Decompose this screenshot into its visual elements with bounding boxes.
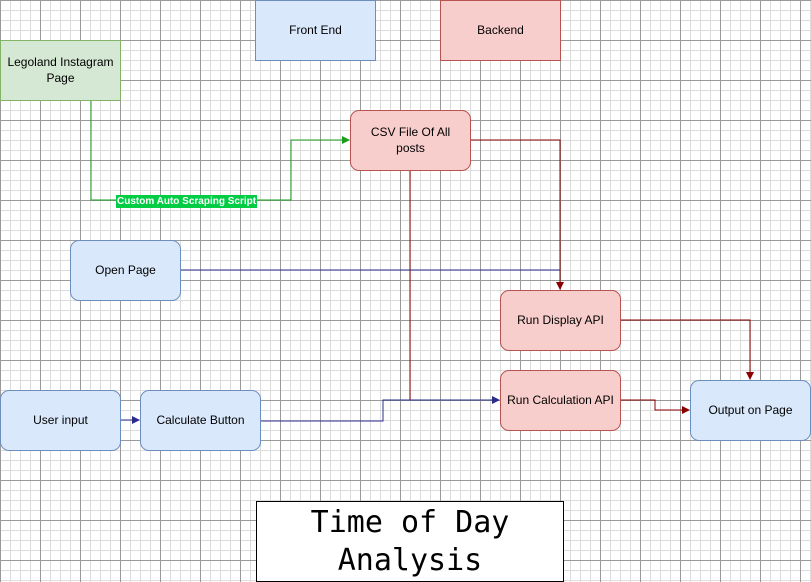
node-run-calculation-api[interactable]: Run Calculation API — [500, 370, 621, 431]
diagram-title-text: Time of Day Analysis — [310, 504, 510, 578]
node-output-on-page[interactable]: Output on Page — [690, 380, 811, 441]
node-calculate-button[interactable]: Calculate Button — [140, 390, 261, 451]
legend-front-end-label: Front End — [289, 22, 342, 37]
node-run-display-api-label: Run Display API — [517, 312, 604, 327]
node-run-calculation-api-label: Run Calculation API — [507, 392, 614, 407]
node-user-input[interactable]: User input — [0, 390, 121, 451]
edge-calculation-api-to-output — [621, 399, 690, 414]
edge-csv-to-display-api — [471, 139, 564, 290]
node-instagram-page[interactable]: Legoland Instagram Page — [0, 40, 121, 101]
node-output-on-page-label: Output on Page — [708, 402, 793, 417]
diagram-title: Time of Day Analysis — [256, 501, 564, 582]
legend-front-end[interactable]: Front End — [255, 0, 376, 61]
edge-calculate-to-calculation-api — [261, 396, 500, 422]
node-csv-file[interactable]: CSV File Of All posts — [350, 110, 471, 171]
legend-backend[interactable]: Backend — [440, 0, 561, 61]
node-calculate-button-label: Calculate Button — [156, 412, 245, 427]
edge-instagram-to-csv — [90, 100, 350, 201]
node-user-input-label: User input — [33, 412, 88, 427]
node-instagram-page-label: Legoland Instagram Page — [7, 54, 114, 85]
edge-label-scraping-script: Custom Auto Scraping Script — [116, 195, 258, 208]
legend-backend-label: Backend — [477, 22, 524, 37]
edge-display-api-to-output — [621, 319, 754, 380]
node-run-display-api[interactable]: Run Display API — [500, 290, 621, 351]
edge-csv-to-calculation-api — [409, 171, 499, 401]
node-open-page-label: Open Page — [95, 262, 156, 277]
node-csv-file-label: CSV File Of All posts — [370, 124, 451, 155]
node-open-page[interactable]: Open Page — [70, 240, 181, 301]
